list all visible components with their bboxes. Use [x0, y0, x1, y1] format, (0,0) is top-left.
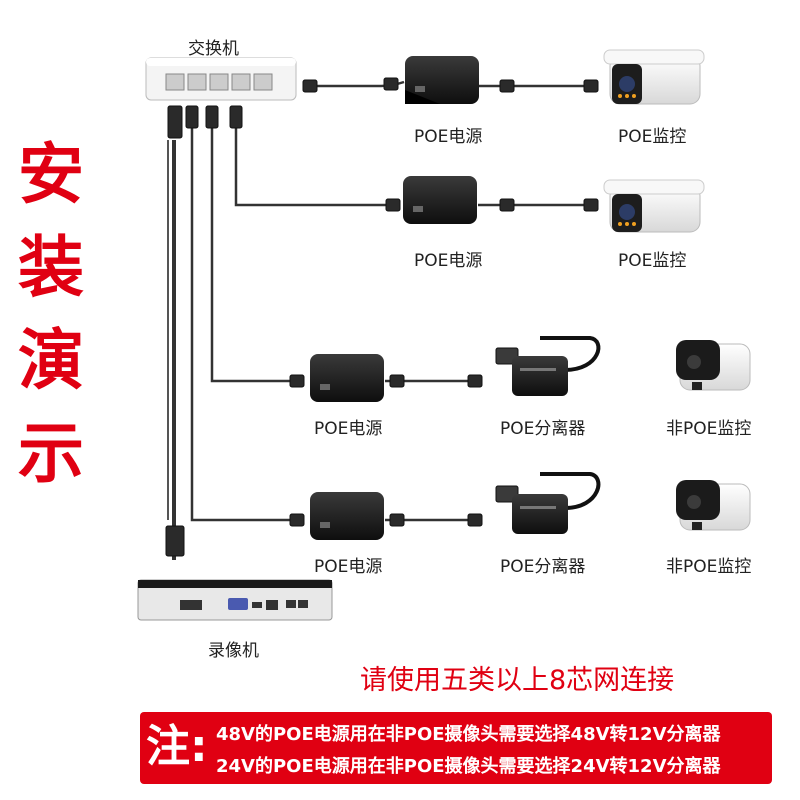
poe-camera-label: POE监控	[618, 251, 687, 271]
plug-icon	[165, 525, 185, 557]
switch-port	[187, 73, 207, 91]
network-switch	[145, 57, 297, 101]
non-poe-camera-2	[676, 480, 751, 531]
plug-icon	[499, 79, 515, 93]
non-poe-camera-label: 非POE监控	[666, 419, 752, 439]
plug-icon	[467, 513, 483, 527]
plug-icon	[185, 105, 199, 129]
poe-splitter-1	[512, 356, 568, 396]
side-title-char: 演	[18, 322, 84, 399]
plug-icon	[385, 198, 401, 212]
splitter-2-cord	[540, 472, 601, 510]
poe-power-label: POE电源	[414, 251, 483, 271]
plug-icon	[389, 374, 405, 388]
side-title-char: 装	[18, 229, 84, 306]
switch-port	[209, 73, 229, 91]
splitter-label: POE分离器	[500, 557, 586, 577]
note-box	[140, 712, 772, 784]
cable-switch-to-poe-4	[190, 118, 295, 522]
switch-label: 交换机	[188, 39, 239, 59]
switch-port	[165, 73, 185, 91]
poe-power-1	[405, 56, 479, 104]
plug-icon	[289, 513, 305, 527]
plug-icon	[389, 513, 405, 527]
poe-power-label: POE电源	[314, 557, 383, 577]
poe-power-3	[310, 354, 384, 402]
non-poe-camera-1	[676, 340, 751, 391]
poe-splitter-2	[512, 494, 568, 534]
cable-hint: 请使用五类以上8芯网连接	[360, 665, 675, 696]
cables	[167, 80, 601, 560]
plug-icon	[289, 374, 305, 388]
note-heading: 注:	[146, 721, 208, 772]
note-line-24v: 24V的POE电源用在非POE摄像头需要选择24V转12V分离器	[216, 756, 721, 777]
poe-camera-label: POE监控	[618, 127, 687, 147]
cable-switch-to-poe-3	[210, 118, 295, 383]
note-line-48v: 48V的POE电源用在非POE摄像头需要选择48V转12V分离器	[216, 724, 721, 745]
plug-icon	[499, 198, 515, 212]
rj45-plugs	[165, 77, 599, 557]
switch-port	[231, 73, 251, 91]
plug-icon	[167, 105, 183, 139]
plug-icon	[383, 77, 399, 91]
plug-icon	[583, 198, 599, 212]
side-title-char: 示	[18, 415, 84, 492]
switch-port	[253, 73, 273, 91]
plug-icon	[302, 79, 318, 93]
nvr-recorder	[137, 579, 333, 621]
non-poe-camera-label: 非POE监控	[666, 557, 752, 577]
splitter-1-cord	[540, 336, 601, 372]
side-title: 安 装 演 示	[8, 128, 94, 500]
poe-camera-1	[603, 49, 705, 105]
poe-power-label: POE电源	[314, 419, 383, 439]
poe-power-2	[403, 176, 477, 224]
side-title-char: 安	[18, 136, 84, 213]
poe-power-label: POE电源	[414, 127, 483, 147]
plug-icon	[205, 105, 219, 129]
poe-power-4	[310, 492, 384, 540]
plug-icon	[467, 374, 483, 388]
nvr-label: 录像机	[208, 641, 259, 661]
cable-switch-to-poe-2	[234, 118, 390, 207]
plug-icon	[229, 105, 243, 129]
poe-camera-2	[603, 179, 705, 233]
splitter-label: POE分离器	[500, 419, 586, 439]
plug-icon	[583, 79, 599, 93]
